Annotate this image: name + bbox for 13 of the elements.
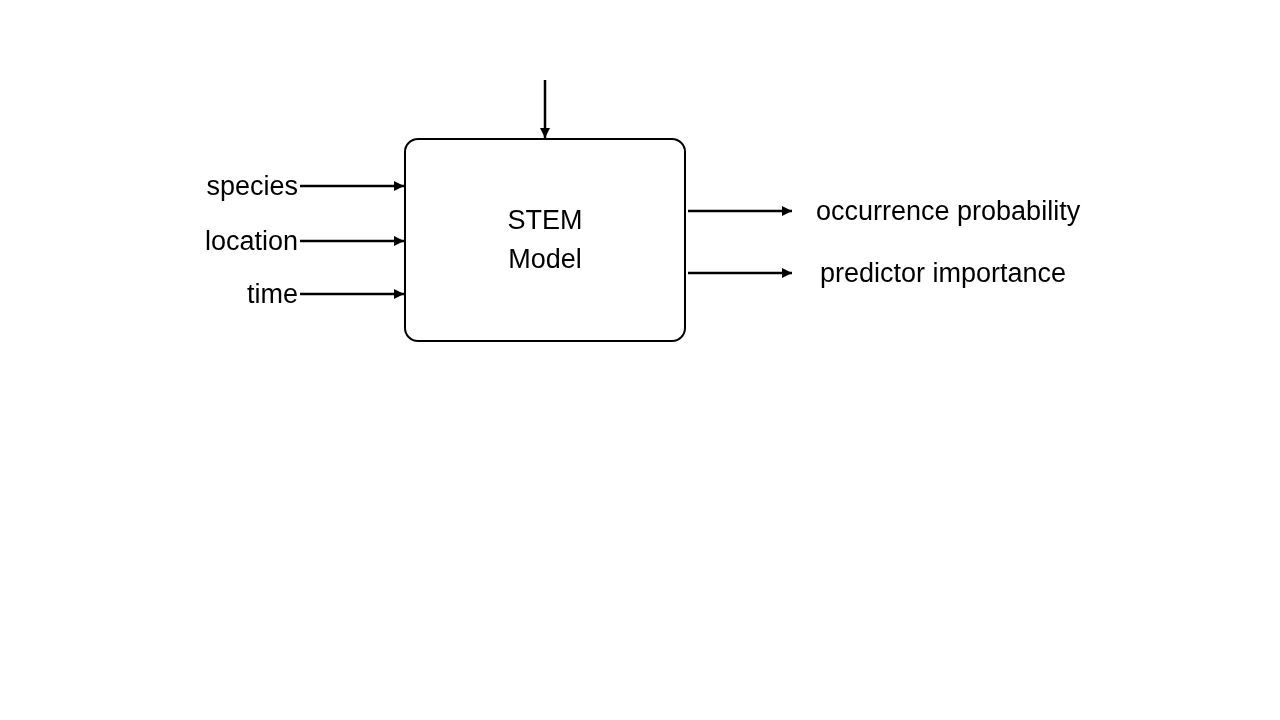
arrow: [688, 206, 792, 216]
model-label: STEM Model: [506, 204, 584, 276]
output-label: occurrence probability: [816, 195, 1081, 227]
input-label: location: [204, 225, 298, 257]
arrow: [300, 236, 404, 246]
arrow: [300, 289, 404, 299]
input-label: time: [247, 278, 298, 310]
model-box: [404, 138, 686, 342]
arrow: [540, 80, 550, 138]
arrow: [688, 268, 792, 278]
input-label: species: [206, 170, 298, 202]
output-label: predictor importance: [820, 257, 1067, 289]
arrow: [300, 181, 404, 191]
